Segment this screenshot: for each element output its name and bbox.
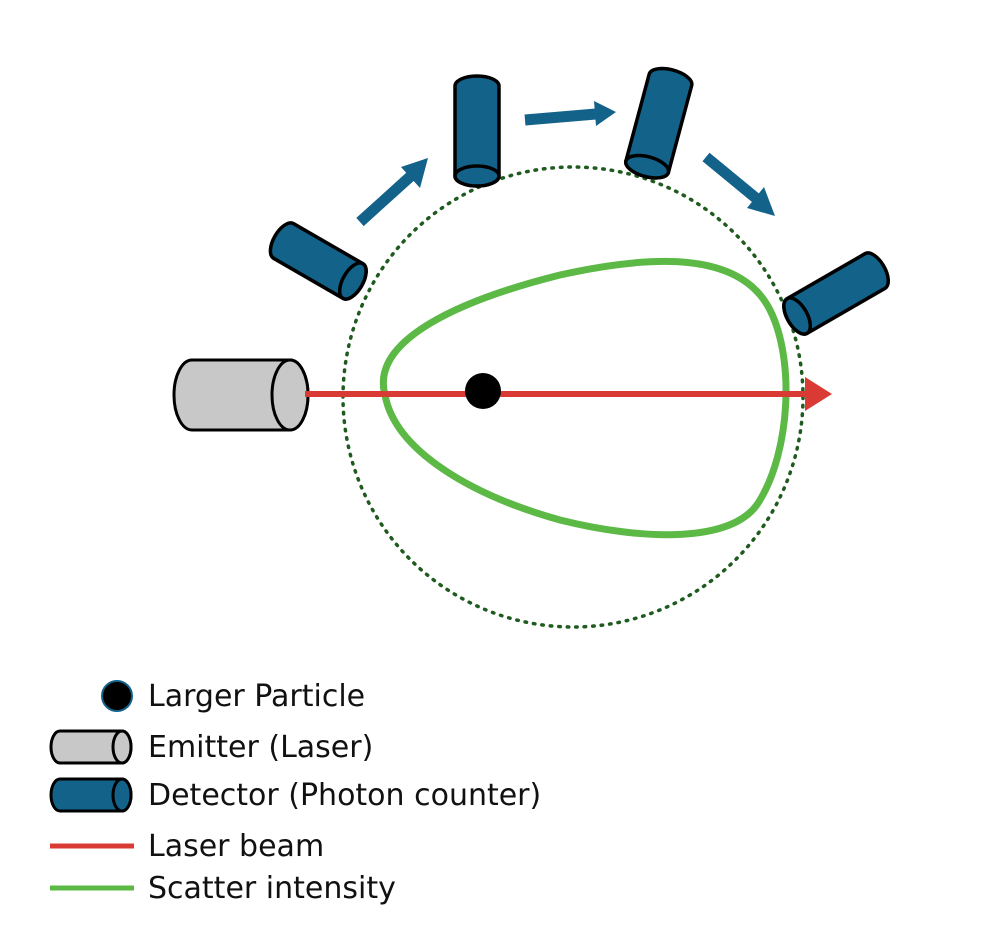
laser-beam-arrowhead xyxy=(805,377,832,411)
detector-3 xyxy=(624,66,694,180)
laser-beam xyxy=(305,377,832,411)
larger-particle xyxy=(465,373,501,409)
detector-4-face xyxy=(782,296,813,336)
legend-particle-icon xyxy=(101,680,133,712)
motion-arrow-2 xyxy=(524,101,616,126)
legend-emitter-face xyxy=(111,729,133,765)
legend-laser-beam: Laser beam xyxy=(50,829,324,864)
emitter-face xyxy=(270,358,310,432)
legend-detector-label: Detector (Photon counter) xyxy=(148,778,541,813)
emitter-laser xyxy=(172,358,310,432)
detector-3-face xyxy=(624,153,671,180)
legend-detector: Detector (Photon counter) xyxy=(49,777,541,813)
legend-scatter: Scatter intensity xyxy=(50,871,396,906)
detector-2 xyxy=(453,74,501,188)
legend: Larger Particle Emitter (Laser) Detector… xyxy=(49,679,541,906)
detector-4 xyxy=(782,251,891,336)
motion-arrow-1 xyxy=(356,158,428,227)
legend-detector-face xyxy=(111,777,133,813)
scatter-intensity-curve xyxy=(379,257,790,539)
legend-emitter-label: Emitter (Laser) xyxy=(148,730,373,765)
detector-1-face xyxy=(337,261,368,301)
motion-arrow-3 xyxy=(702,152,775,216)
detector-1 xyxy=(268,221,368,301)
legend-particle: Larger Particle xyxy=(101,679,365,714)
motion-arrows xyxy=(356,101,775,227)
legend-particle-label: Larger Particle xyxy=(148,679,365,714)
legend-emitter: Emitter (Laser) xyxy=(49,729,373,765)
legend-scatter-label: Scatter intensity xyxy=(148,871,396,906)
legend-laser-beam-label: Laser beam xyxy=(148,829,324,864)
detector-2-face xyxy=(453,164,501,188)
